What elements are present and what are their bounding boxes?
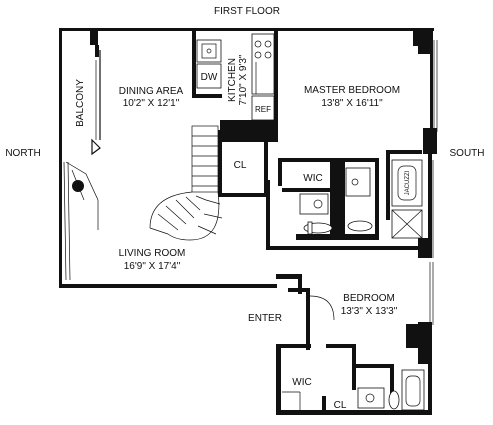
wic-upper-label: WIC xyxy=(303,173,322,184)
spiral-staircase xyxy=(149,125,223,241)
living-room-name: LIVING ROOM xyxy=(119,248,186,259)
bedroom-name: BEDROOM xyxy=(343,293,395,304)
floor-title: FIRST FLOOR xyxy=(214,6,280,17)
closet-upper-label: CL xyxy=(234,160,247,171)
bedroom-size: 13'3" X 13'3" xyxy=(341,306,398,317)
enter-label: ENTER xyxy=(248,313,282,324)
column-icon xyxy=(72,180,84,192)
dining-area-name: DINING AREA xyxy=(119,86,184,97)
kitchen-name: KITCHEN xyxy=(227,58,238,102)
balcony-area xyxy=(63,31,101,281)
compass-south-label: SOUTH xyxy=(450,148,485,159)
lower-bath-fixtures xyxy=(357,369,425,411)
exterior-walls xyxy=(59,28,438,415)
upper-bath-fixtures xyxy=(299,159,423,239)
jacuzzi-label: JACUZZI xyxy=(405,170,411,195)
lower-walls xyxy=(276,274,420,414)
wic-lower-label: WIC xyxy=(292,377,311,388)
jacuzzi-tub xyxy=(391,159,423,207)
kitchen-size: 7'10" X 9'3" xyxy=(238,54,249,105)
closet-lower-label: CL xyxy=(334,400,347,411)
bathtub xyxy=(401,369,425,411)
interior-walls xyxy=(218,126,430,250)
balcony-label: BALCONY xyxy=(75,79,86,127)
living-room-size: 16'9" X 17'4" xyxy=(124,261,181,272)
kitchen-block xyxy=(192,31,278,142)
master-bedroom-name: MASTER BEDROOM xyxy=(304,85,400,96)
refrigerator-label: REF xyxy=(255,105,271,114)
dishwasher-label: DW xyxy=(201,72,218,83)
compass-north-label: NORTH xyxy=(5,148,40,159)
master-bedroom-size: 13'8" X 16'11" xyxy=(321,98,383,109)
dining-area-size: 10'2" X 12'1" xyxy=(123,98,180,109)
